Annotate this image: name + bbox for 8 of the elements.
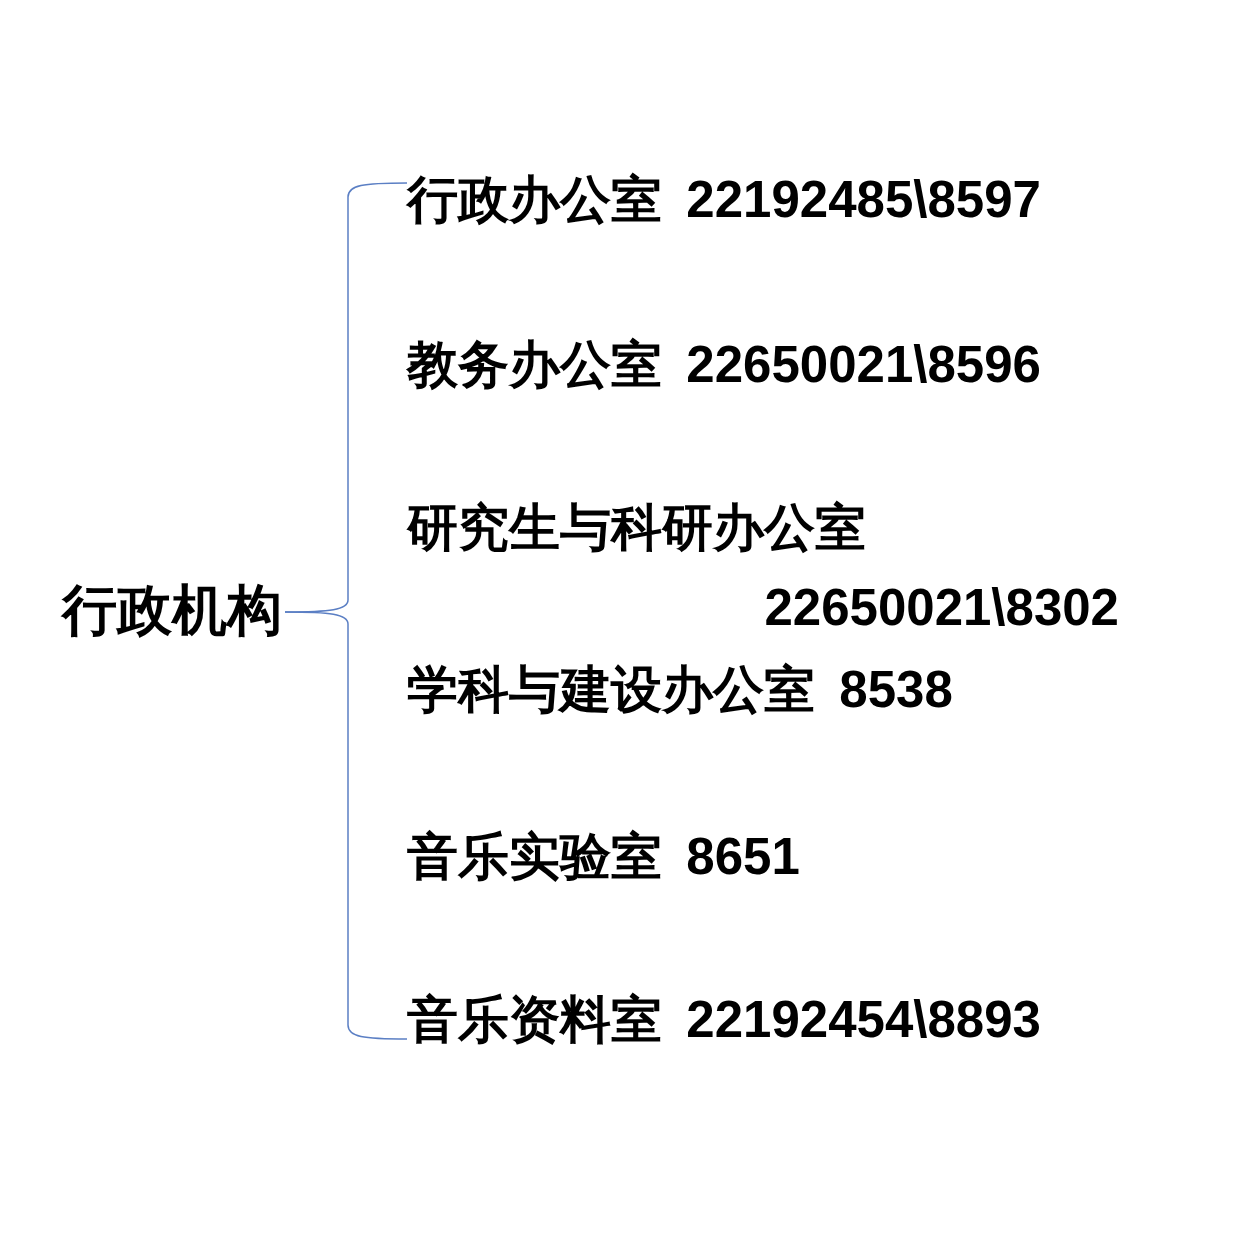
department-label: 学科与建设办公室 8538 [407, 659, 953, 721]
department-label: 教务办公室 22650021\8596 [407, 334, 1041, 396]
department-label: 研究生与科研办公室 22650021\8302 [407, 488, 1119, 648]
connector-line [284, 611, 408, 1040]
department-label: 行政办公室 22192485\8597 [407, 169, 1041, 231]
root-label: 行政机构 [62, 579, 282, 641]
department-label: 音乐资料室 22192454\8893 [407, 989, 1041, 1051]
department-label: 音乐实验室 8651 [407, 826, 800, 888]
